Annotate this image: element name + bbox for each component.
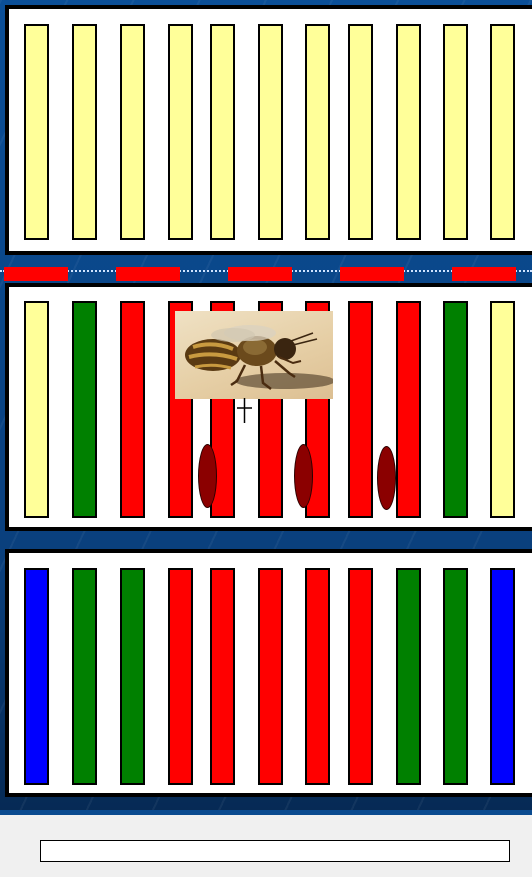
frame-pollen[interactable] [24,568,49,785]
frame-empty[interactable] [168,24,193,240]
rail-segment [452,267,516,281]
frame-brood[interactable] [258,568,283,785]
rail-segment [116,267,180,281]
frame-brood[interactable] [168,568,193,785]
bee-photo[interactable] [175,311,333,399]
frame-pollen[interactable] [490,568,515,785]
frame-empty[interactable] [24,301,49,518]
frame-brood[interactable] [210,568,235,785]
frame-honey[interactable] [443,301,468,518]
frame-honey[interactable] [443,568,468,785]
frame-brood[interactable] [120,301,145,518]
frame-empty[interactable] [210,24,235,240]
frame-empty[interactable] [348,24,373,240]
frame-honey[interactable] [120,568,145,785]
rail-segment [340,267,404,281]
frame-empty[interactable] [24,24,49,240]
queen-cell[interactable] [294,444,313,508]
bee-icon [175,311,333,399]
frame-honey[interactable] [72,301,97,518]
frame-empty[interactable] [490,301,515,518]
frame-empty[interactable] [120,24,145,240]
frame-honey[interactable] [72,568,97,785]
frame-empty[interactable] [72,24,97,240]
command-input[interactable] [40,840,510,862]
frame-brood[interactable] [348,301,373,518]
frame-brood[interactable] [305,568,330,785]
rail-segment [4,267,68,281]
frame-empty[interactable] [396,24,421,240]
queen-cell[interactable] [377,446,396,510]
frame-brood[interactable] [396,301,421,518]
frame-honey[interactable] [396,568,421,785]
crosshair-cursor-icon [237,398,252,423]
frame-empty[interactable] [305,24,330,240]
frame-empty[interactable] [490,24,515,240]
frame-empty[interactable] [443,24,468,240]
frame-brood[interactable] [348,568,373,785]
queen-cell[interactable] [198,444,217,508]
frame-empty[interactable] [258,24,283,240]
rail-segment [228,267,292,281]
